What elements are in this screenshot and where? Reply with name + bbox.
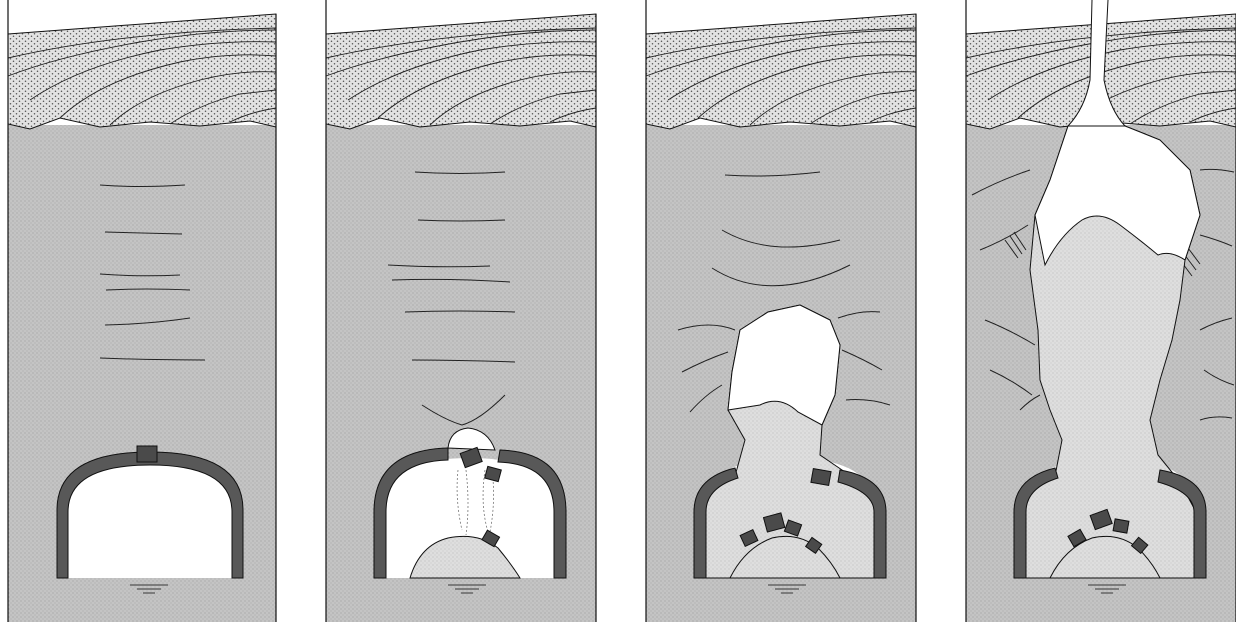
keystone-block bbox=[137, 446, 157, 462]
panel-stage-3 bbox=[646, 0, 916, 622]
panel-stage-4 bbox=[966, 0, 1236, 622]
panel-stage-1 bbox=[8, 0, 276, 622]
panel-stage-2 bbox=[326, 0, 596, 622]
tunnel-opening bbox=[66, 458, 234, 578]
